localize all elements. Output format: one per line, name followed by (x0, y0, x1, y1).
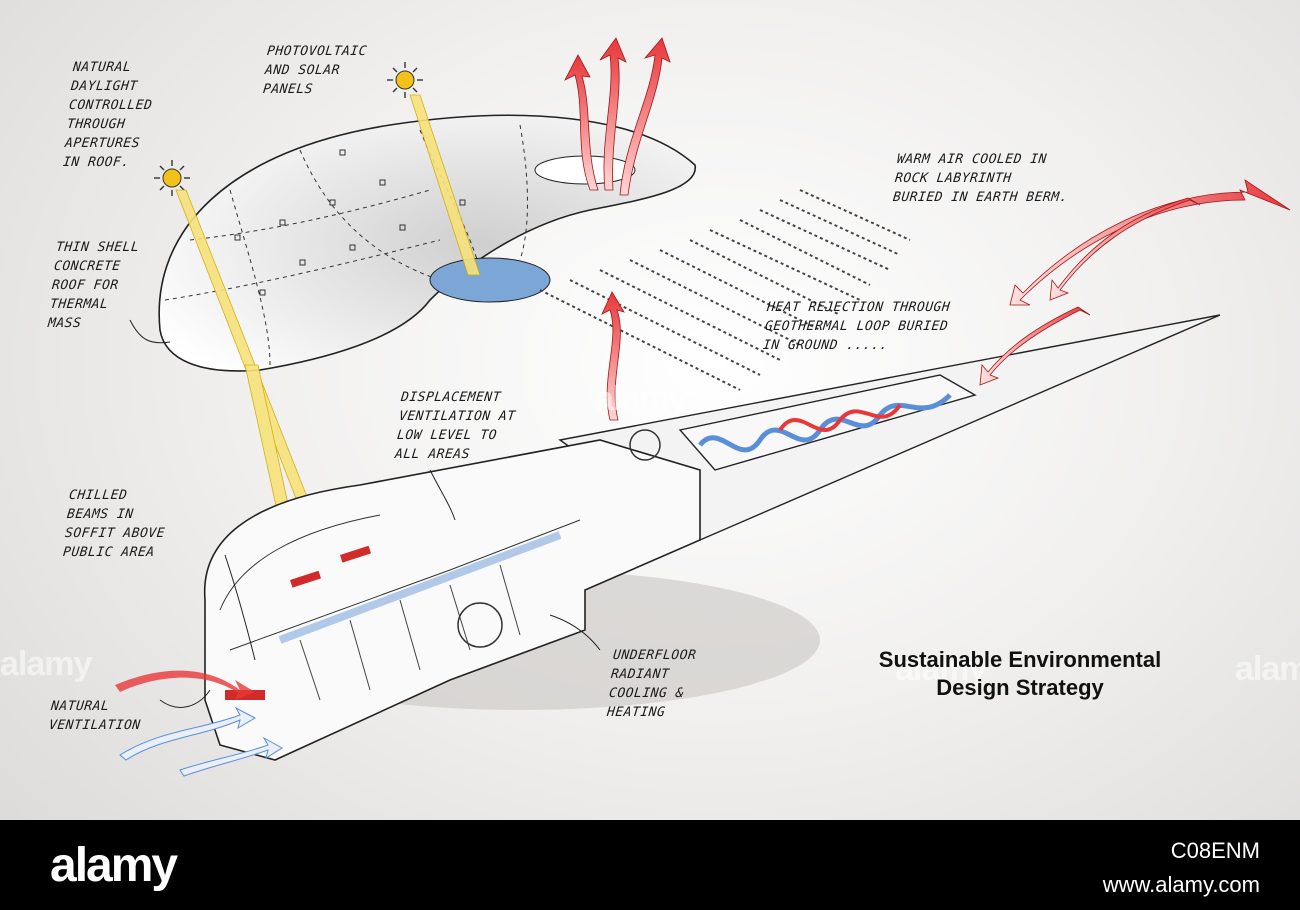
leader-line (129, 319, 601, 708)
fan-icon (629, 429, 661, 461)
building-illustration (115, 37, 1291, 777)
site-url: www.alamy.com (1102, 872, 1260, 897)
title-line-2: Design Strategy (936, 675, 1104, 700)
footer-bar: alamy C08ENM www.alamy.com (0, 820, 1300, 910)
alamy-logo: alamy (50, 839, 178, 892)
annotation-warm-air: WARM AIR COOLED IN ROCK LABYRINTH BURIED… (892, 152, 1069, 205)
annotation-heat-rejection: HEAT REJECTION THROUGH GEOTHERMAL LOOP B… (762, 300, 951, 353)
natural-ventilation-arrow (115, 670, 283, 777)
fan-icon (457, 602, 503, 648)
annotation-chilled-beams: CHILLED BEAMS IN SOFFIT ABOVE PUBLIC ARE… (62, 488, 166, 560)
annotation-thin-shell: THIN SHELL CONCRETE ROOF FOR THERMAL MAS… (47, 240, 141, 331)
diagram-title: Sustainable Environmental Design Strateg… (820, 646, 1220, 702)
sun-icon (154, 160, 190, 196)
watermark-alamy: alamy (0, 645, 92, 683)
annotation-underfloor: UNDERFLOOR RADIANT COOLING & HEATING (606, 648, 698, 720)
annotation-natural-ventilation: NATURAL VENTILATION (48, 699, 142, 733)
sun-icon (387, 62, 423, 98)
warm-air-inflow-arrow (979, 179, 1291, 386)
annotation-photovoltaic: PHOTOVOLTAIC AND SOLAR PANELS (262, 44, 368, 97)
title-line-1: Sustainable Environmental (878, 647, 1162, 672)
watermark-alamy: alamy (595, 380, 687, 418)
annotation-daylight: NATURAL DAYLIGHT CONTROLLED THROUGH APER… (62, 60, 154, 170)
pv-panel-aperture (429, 257, 551, 303)
annotation-displacement: DISPLACEMENT VENTILATION AT LOW LEVEL TO… (394, 390, 517, 462)
image-id: C08ENM (1170, 838, 1260, 863)
watermark-alamy: alamy (895, 650, 987, 688)
warm-air-arrow (564, 37, 671, 421)
rock-labyrinth (539, 189, 911, 391)
watermark-alamy: alamy (1235, 650, 1300, 688)
geothermal-loop (678, 374, 977, 471)
